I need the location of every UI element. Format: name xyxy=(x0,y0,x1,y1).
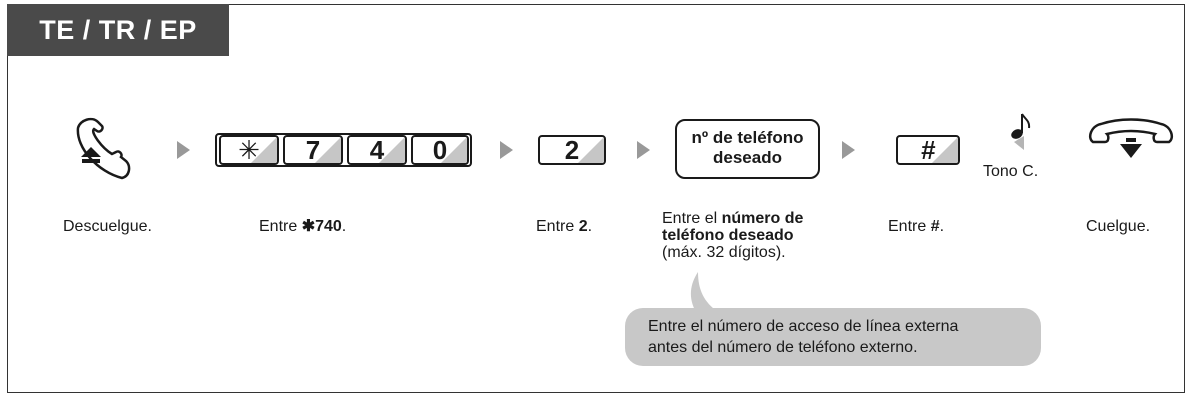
caption-feature-code-prefix: Entre xyxy=(259,218,302,235)
caption-off-hook: Descuelgue. xyxy=(63,218,152,235)
caption-enter-2: Entre 2. xyxy=(536,218,592,235)
caption-enter-2-suffix: . xyxy=(587,218,593,235)
key-hash-label: # xyxy=(920,135,936,165)
key-0-label: 0 xyxy=(432,135,448,165)
header-title: TE / TR / EP xyxy=(39,15,197,45)
caption-enter-hash-bold: # xyxy=(930,218,940,235)
caption-enter-hash: Entre #. xyxy=(888,218,944,235)
caption-feature-code-suffix: . xyxy=(341,218,347,235)
caption-feature-code-bold: ✱740 xyxy=(301,218,342,235)
phone-number-box-line2: deseado xyxy=(713,148,782,167)
key-7: 7 xyxy=(283,135,343,165)
note-line-2: antes del número de teléfono externo. xyxy=(648,339,918,356)
key-4-label: 4 xyxy=(369,135,385,165)
note-bubble-tail xyxy=(690,272,718,312)
header-tab: TE / TR / EP xyxy=(7,4,229,56)
key-2: 2 xyxy=(538,135,606,165)
key-star: ✳ xyxy=(219,135,279,165)
caption-on-hook-text: Cuelgue. xyxy=(1086,218,1151,235)
key-2-label: 2 xyxy=(564,135,580,165)
key-7-label: 7 xyxy=(305,135,321,165)
diagram-frame xyxy=(7,4,1185,393)
on-hook-icon xyxy=(1089,118,1173,158)
key-hash: # xyxy=(896,135,960,165)
caption-off-hook-text: Descuelgue. xyxy=(63,218,152,235)
caption-enter-number: Entre el número de teléfono deseado (máx… xyxy=(662,210,852,261)
step-arrow xyxy=(842,141,855,159)
off-hook-icon xyxy=(76,117,131,180)
caption-enter-number-prefix: Entre el xyxy=(662,210,722,227)
caption-feature-code: Entre ✱740. xyxy=(259,218,346,235)
key-star-label: ✳ xyxy=(238,135,260,165)
caption-enter-hash-prefix: Entre xyxy=(888,218,931,235)
caption-enter-2-bold: 2 xyxy=(578,218,588,235)
caption-enter-hash-suffix: . xyxy=(939,218,945,235)
feature-code-key-group xyxy=(215,133,472,167)
caption-on-hook: Cuelgue. xyxy=(1086,218,1150,235)
caption-enter-number-bold: número de teléfono deseado xyxy=(662,210,804,244)
note-line-1: Entre el número de acceso de línea exter… xyxy=(648,318,959,335)
tone-label: Tono C. xyxy=(983,163,1039,180)
key-4: 4 xyxy=(347,135,407,165)
note-bubble: Entre el número de acceso de línea exter… xyxy=(625,308,1041,366)
caption-enter-2-prefix: Entre xyxy=(536,218,579,235)
step-arrow xyxy=(500,141,513,159)
phone-number-box: nº de teléfono deseado xyxy=(675,119,820,179)
key-0: 0 xyxy=(411,135,469,165)
caption-enter-number-suffix: (máx. 32 dígitos). xyxy=(662,244,786,261)
musical-note-icon xyxy=(1011,113,1031,150)
phone-number-box-line1: nº de teléfono xyxy=(691,128,804,147)
step-arrow xyxy=(177,141,190,159)
step-arrow xyxy=(637,141,650,159)
